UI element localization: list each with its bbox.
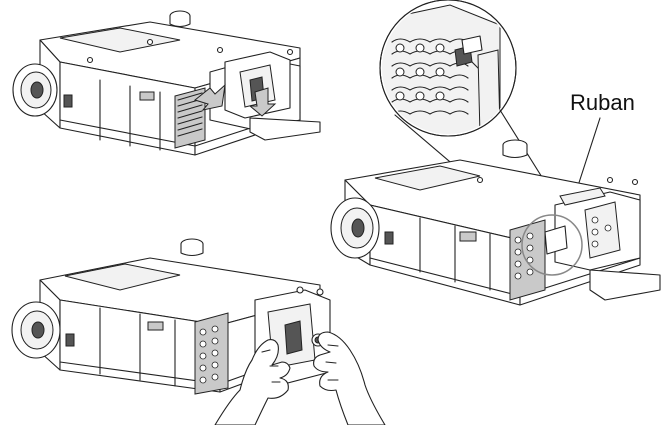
ribbon-label: Ruban [570,90,635,115]
projector-bottom-left [11,238,386,425]
ribbon-strip [559,187,606,206]
left-hand [214,339,291,425]
highlight-circle [521,214,583,276]
projector-middle-right [330,139,661,306]
projector-top-left [12,10,321,156]
ribbon-pointer-line [574,117,601,196]
right-hand [313,331,386,425]
vent-coils [391,38,469,115]
ribbon-detail-magnifier [379,0,517,137]
